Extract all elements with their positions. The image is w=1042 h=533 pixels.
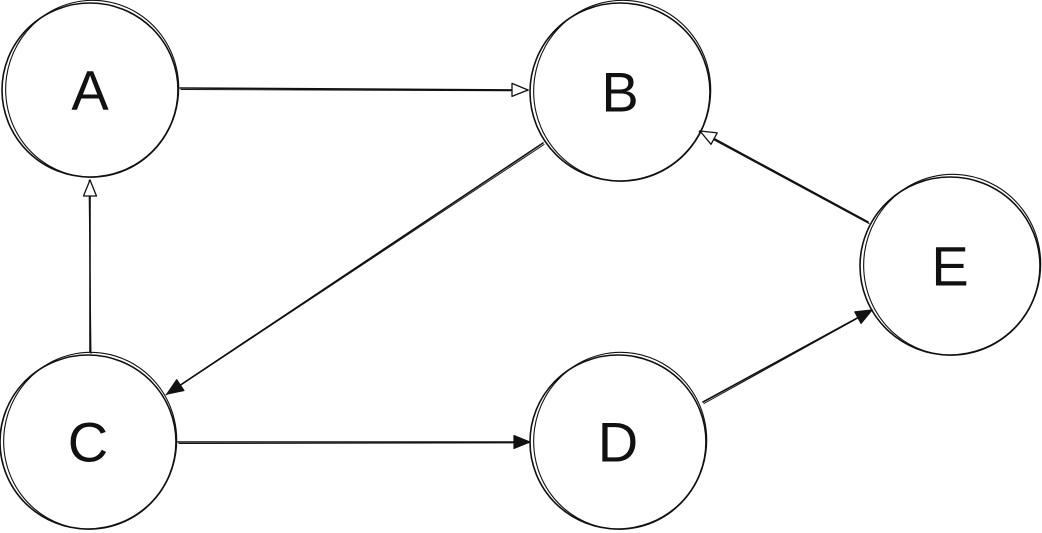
edge-b-to-c: [165, 142, 545, 396]
edge-line: [699, 130, 869, 223]
node-circle-sketch: [863, 173, 1042, 356]
arrowhead-filled: [166, 379, 185, 395]
arrowhead-open: [699, 130, 718, 145]
edge-line-sketch: [180, 89, 528, 92]
node-d: D: [529, 351, 708, 530]
arrowhead-filled: [513, 434, 531, 450]
edge-line-sketch: [165, 144, 545, 396]
node-label: B: [601, 61, 638, 124]
node-circle-sketch: [5, 0, 180, 178]
edge-a-to-b: [179, 82, 529, 98]
node-b: B: [529, 0, 712, 182]
node-label: A: [71, 59, 109, 122]
node-label: D: [598, 411, 638, 474]
edge-line-sketch: [703, 310, 872, 404]
node-circle-sketch: [533, 351, 708, 530]
node-circle-sketch: [3, 351, 178, 530]
edge-line-sketch: [88, 180, 92, 354]
edge-line: [179, 87, 529, 91]
arrowhead-open: [82, 179, 98, 197]
node-a: A: [1, 0, 180, 178]
edge-d-to-e: [702, 309, 873, 404]
node-e: E: [859, 173, 1042, 356]
edge-line-sketch: [178, 442, 530, 444]
node-circle-sketch: [533, 0, 712, 182]
edges-layer: [82, 82, 873, 450]
arrowhead-open: [511, 82, 529, 98]
edge-line-sketch: [698, 131, 870, 224]
node-label: E: [931, 235, 968, 298]
edge-c-to-d: [177, 434, 531, 450]
arrowhead-filled: [854, 309, 873, 324]
edge-c-to-a: [82, 179, 98, 354]
node-c: C: [0, 351, 178, 530]
node-label: C: [68, 411, 108, 474]
edge-e-to-b: [698, 130, 870, 224]
